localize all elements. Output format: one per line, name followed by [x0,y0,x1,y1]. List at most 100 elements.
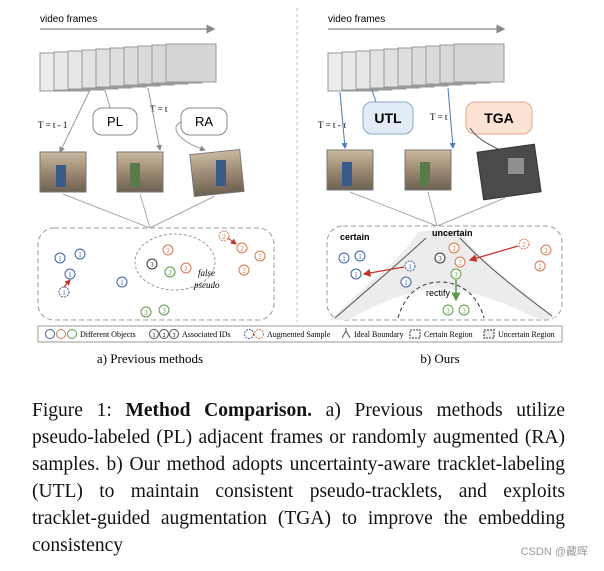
dot-orange-augmented: 2 [218,230,230,242]
certain-region-icon [409,329,421,339]
dot-orange: 2 [454,256,466,268]
dot-blue-augmented: 1 [58,286,70,298]
right-photo-prev [326,149,374,191]
uncertain-label: uncertain [432,228,473,238]
svg-text:3: 3 [454,271,458,279]
ra-label: RA [195,114,213,129]
left-time-curr: T = t [150,104,168,114]
svg-text:2: 2 [452,245,456,253]
dot-orange: 2 [236,242,248,254]
svg-text:2: 2 [522,241,526,249]
svg-text:1: 1 [408,263,412,271]
svg-text:2: 2 [222,233,226,241]
legend: Different Objects 1 2 3 Associated IDs A… [37,325,563,343]
legend-ideal-boundary: Ideal Boundary [354,330,404,339]
dot-blue: 1 [400,276,412,288]
dot-green: 3 [442,304,454,316]
certain-label: certain [340,232,370,242]
uncertain-region-icon [483,329,495,339]
right-photo-curr [404,149,452,191]
certain-region-boundary [397,281,485,319]
left-subcaption: a) Previous methods [97,351,203,366]
dot-orange-augmented: 2 [518,238,530,250]
dot-orange: 2 [534,260,546,272]
dot-blue: 1 [74,248,86,260]
ra-box [180,107,228,136]
left-frame-stack [39,43,217,92]
dot-orange: 2 [162,244,174,256]
svg-text:1: 1 [358,253,362,261]
svg-text:1: 1 [120,279,124,287]
dot-orange: 2 [180,262,192,274]
svg-text:2: 2 [538,263,542,271]
svg-text:3: 3 [150,261,154,269]
legend-augmented-sample: Augmented Sample [267,330,331,339]
false-pseudo-region [134,233,216,291]
dot-blue: 1 [64,268,76,280]
svg-text:2: 2 [242,267,246,275]
svg-text:3: 3 [462,307,466,315]
svg-text:2: 2 [168,269,172,277]
dot-orange: 2 [540,244,552,256]
dot-blue: 1 [116,276,128,288]
left-photo-prev [39,151,87,193]
svg-text:2: 2 [184,265,188,273]
right-time-prev: T = t - τ [318,120,347,130]
dot-green: 3 [140,306,152,318]
left-photo-curr [116,151,164,193]
svg-text:1: 1 [153,333,156,339]
rectify-label: rectify [426,288,451,298]
dot-blue: 1 [338,252,350,264]
dot-orange: 2 [254,250,266,262]
legend-associated-ids: Associated IDs [182,330,231,339]
legend-different-objects: Different Objects [80,330,136,339]
dot-orange: 2 [448,242,460,254]
false-pseudo-text-2: pseudo [193,280,220,290]
svg-text:1: 1 [78,251,82,259]
left-photo-augmented [189,148,245,198]
left-panel: video frames T = t - 1 T = t PL RA [37,14,275,321]
legend-uncertain-region: Uncertain Region [498,330,555,339]
right-frame-stack [327,43,505,92]
dot-green: 3 [158,304,170,316]
svg-text:2: 2 [258,253,262,261]
dot-green: 2 [164,266,176,278]
left-id-dots: 1 1 1 1 1 2 2 2 3 3 3 2 2 2 2 [54,230,266,318]
left-embedding-space [37,227,275,321]
utl-label: UTL [374,110,402,126]
caption-title: Method Comparison. [125,400,312,421]
dot-blue: 1 [354,250,366,262]
dot-navy: 3 [146,258,158,270]
left-frames-label: video frames [40,14,97,25]
svg-text:1: 1 [62,289,66,297]
dot-blue-augmented: 1 [404,260,416,272]
svg-text:2: 2 [166,247,170,255]
ideal-boundary-icon [341,328,351,339]
right-frames-label: video frames [328,14,385,25]
svg-text:1: 1 [58,255,62,263]
dot-navy: 3 [434,252,446,264]
watermark: CSDN @藏晖 [518,543,590,559]
svg-text:1: 1 [342,255,346,263]
utl-box [362,101,414,135]
caption-prefix: Figure 1: [32,400,126,421]
svg-text:3: 3 [446,307,450,315]
caption-body: a) Previous methods utilize pseudo-label… [32,400,565,556]
dot-orange: 2 [238,264,250,276]
legend-certain-region: Certain Region [424,330,473,339]
svg-text:3: 3 [144,309,148,317]
dot-blue: 1 [350,268,362,280]
svg-text:1: 1 [68,271,72,279]
right-subcaption: b) Ours [420,351,459,366]
figure-caption: Figure 1: Method Comparison. a) Previous… [32,397,565,559]
tga-box [465,101,533,135]
svg-text:2: 2 [163,333,166,339]
right-time-curr: T = t [430,112,448,122]
left-time-prev: T = t - 1 [38,120,67,130]
right-photo-augmented [476,143,542,201]
dot-blue: 1 [54,252,66,264]
dot-green: 3 [450,268,462,280]
right-panel: video frames T = t - τ T = t UTL TGA [318,14,563,321]
svg-text:3: 3 [173,333,176,339]
svg-text:1: 1 [404,279,408,287]
